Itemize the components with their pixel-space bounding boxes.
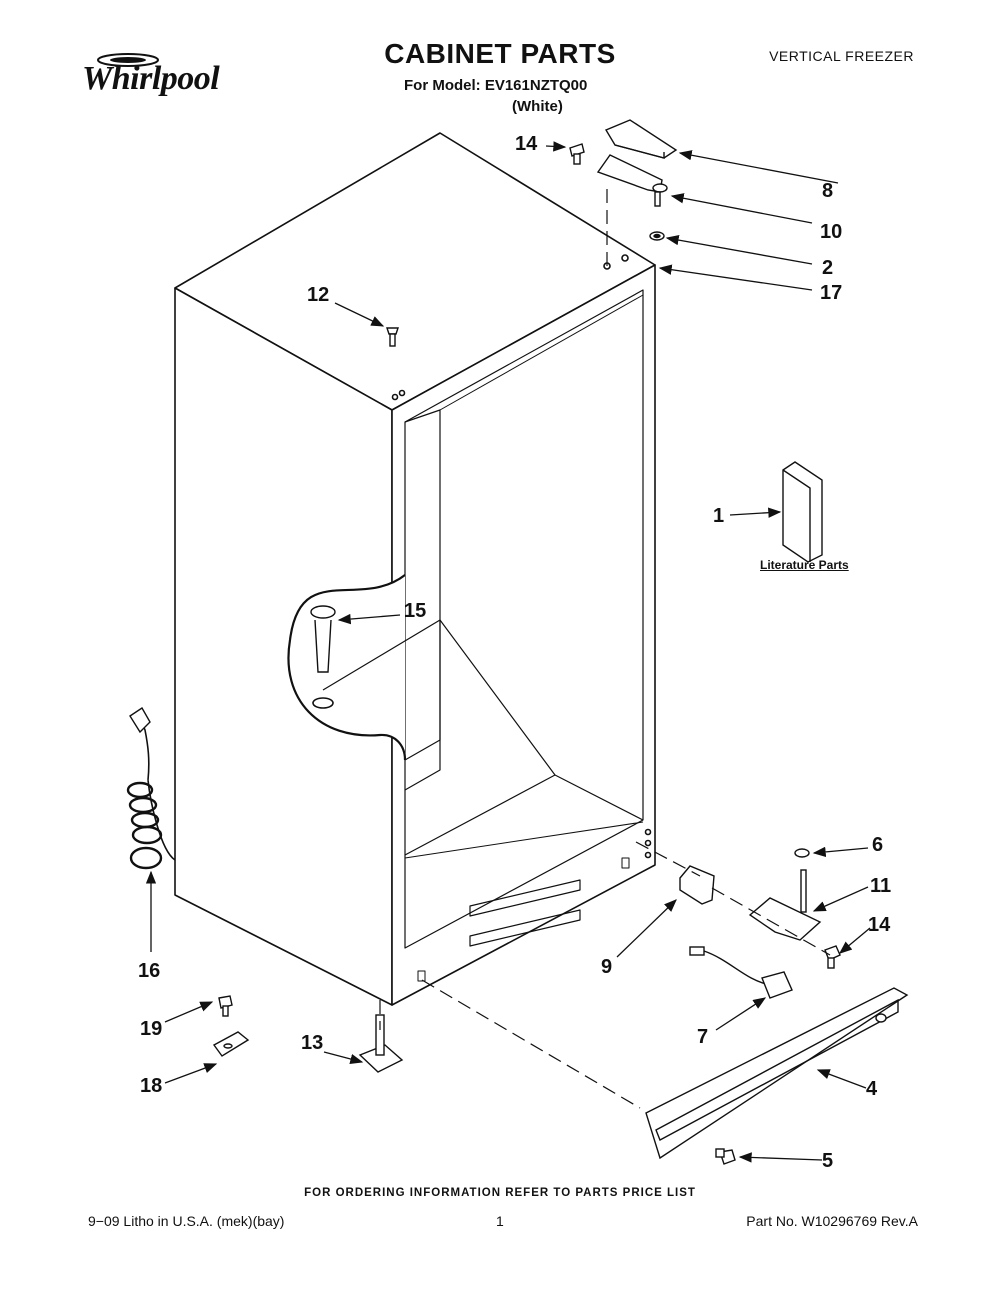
bottom-hinge — [748, 897, 822, 941]
whirlpool-logo — [72, 50, 232, 110]
model-line: For Model: EV161NZTQ00 — [404, 77, 588, 94]
top-hinge-bracket — [596, 154, 663, 193]
print-info: 9−09 Litho in U.S.A. (mek)(bay) — [88, 1213, 285, 1229]
ordering-note: FOR ORDERING INFORMATION REFER TO PARTS … — [304, 1187, 696, 1199]
screw-bottom — [824, 945, 841, 961]
drain-plug — [310, 605, 336, 619]
callout-10: 10 — [820, 221, 843, 243]
plug-button — [386, 327, 399, 335]
part-number: Part No. W10296769 Rev.A — [746, 1213, 918, 1229]
callout-5: 5 — [822, 1150, 834, 1172]
cabinet-front-frame — [391, 264, 656, 1006]
callout-7: 7 — [697, 1026, 709, 1048]
switch-connector — [689, 946, 705, 956]
callout-19: 19 — [140, 1018, 163, 1040]
callout-14-bottom: 14 — [868, 914, 891, 936]
page-title: CABINET PARTS — [384, 38, 616, 69]
color-line: (White) — [512, 98, 563, 115]
page-number: 1 — [496, 1213, 504, 1229]
screw-clip — [218, 995, 233, 1009]
grille-slot-upper — [469, 879, 581, 917]
toe-grille — [645, 987, 909, 1160]
callout-9: 9 — [601, 956, 613, 978]
callout-16: 16 — [138, 960, 161, 982]
brand-logo-text: Whirlpool — [82, 60, 220, 97]
callout-1: 1 — [713, 505, 725, 527]
callout-17: 17 — [820, 282, 843, 304]
literature-parts-label: Literature Parts — [760, 558, 849, 572]
callout-2: 2 — [822, 257, 834, 279]
callout-14-top: 14 — [515, 133, 538, 155]
literature-booklet — [782, 461, 823, 563]
callout-11: 11 — [870, 875, 892, 897]
callout-8: 8 — [822, 180, 834, 202]
product-category: VERTICAL FREEZER — [769, 48, 914, 64]
grille-slot-lower — [469, 909, 581, 947]
callout-4: 4 — [866, 1078, 878, 1100]
washer-bottom — [794, 848, 810, 858]
whirlpool-swirl-icon — [97, 53, 159, 67]
callout-18: 18 — [140, 1075, 163, 1097]
callout-13: 13 — [301, 1032, 324, 1054]
hinge-cover — [604, 119, 678, 159]
callout-12: 12 — [307, 284, 330, 306]
power-cord — [139, 717, 176, 861]
screw-top — [569, 143, 585, 157]
callout-6: 6 — [872, 834, 884, 856]
mount-plate — [679, 865, 715, 905]
callout-15: 15 — [404, 600, 427, 622]
hinge-pin — [654, 191, 661, 207]
